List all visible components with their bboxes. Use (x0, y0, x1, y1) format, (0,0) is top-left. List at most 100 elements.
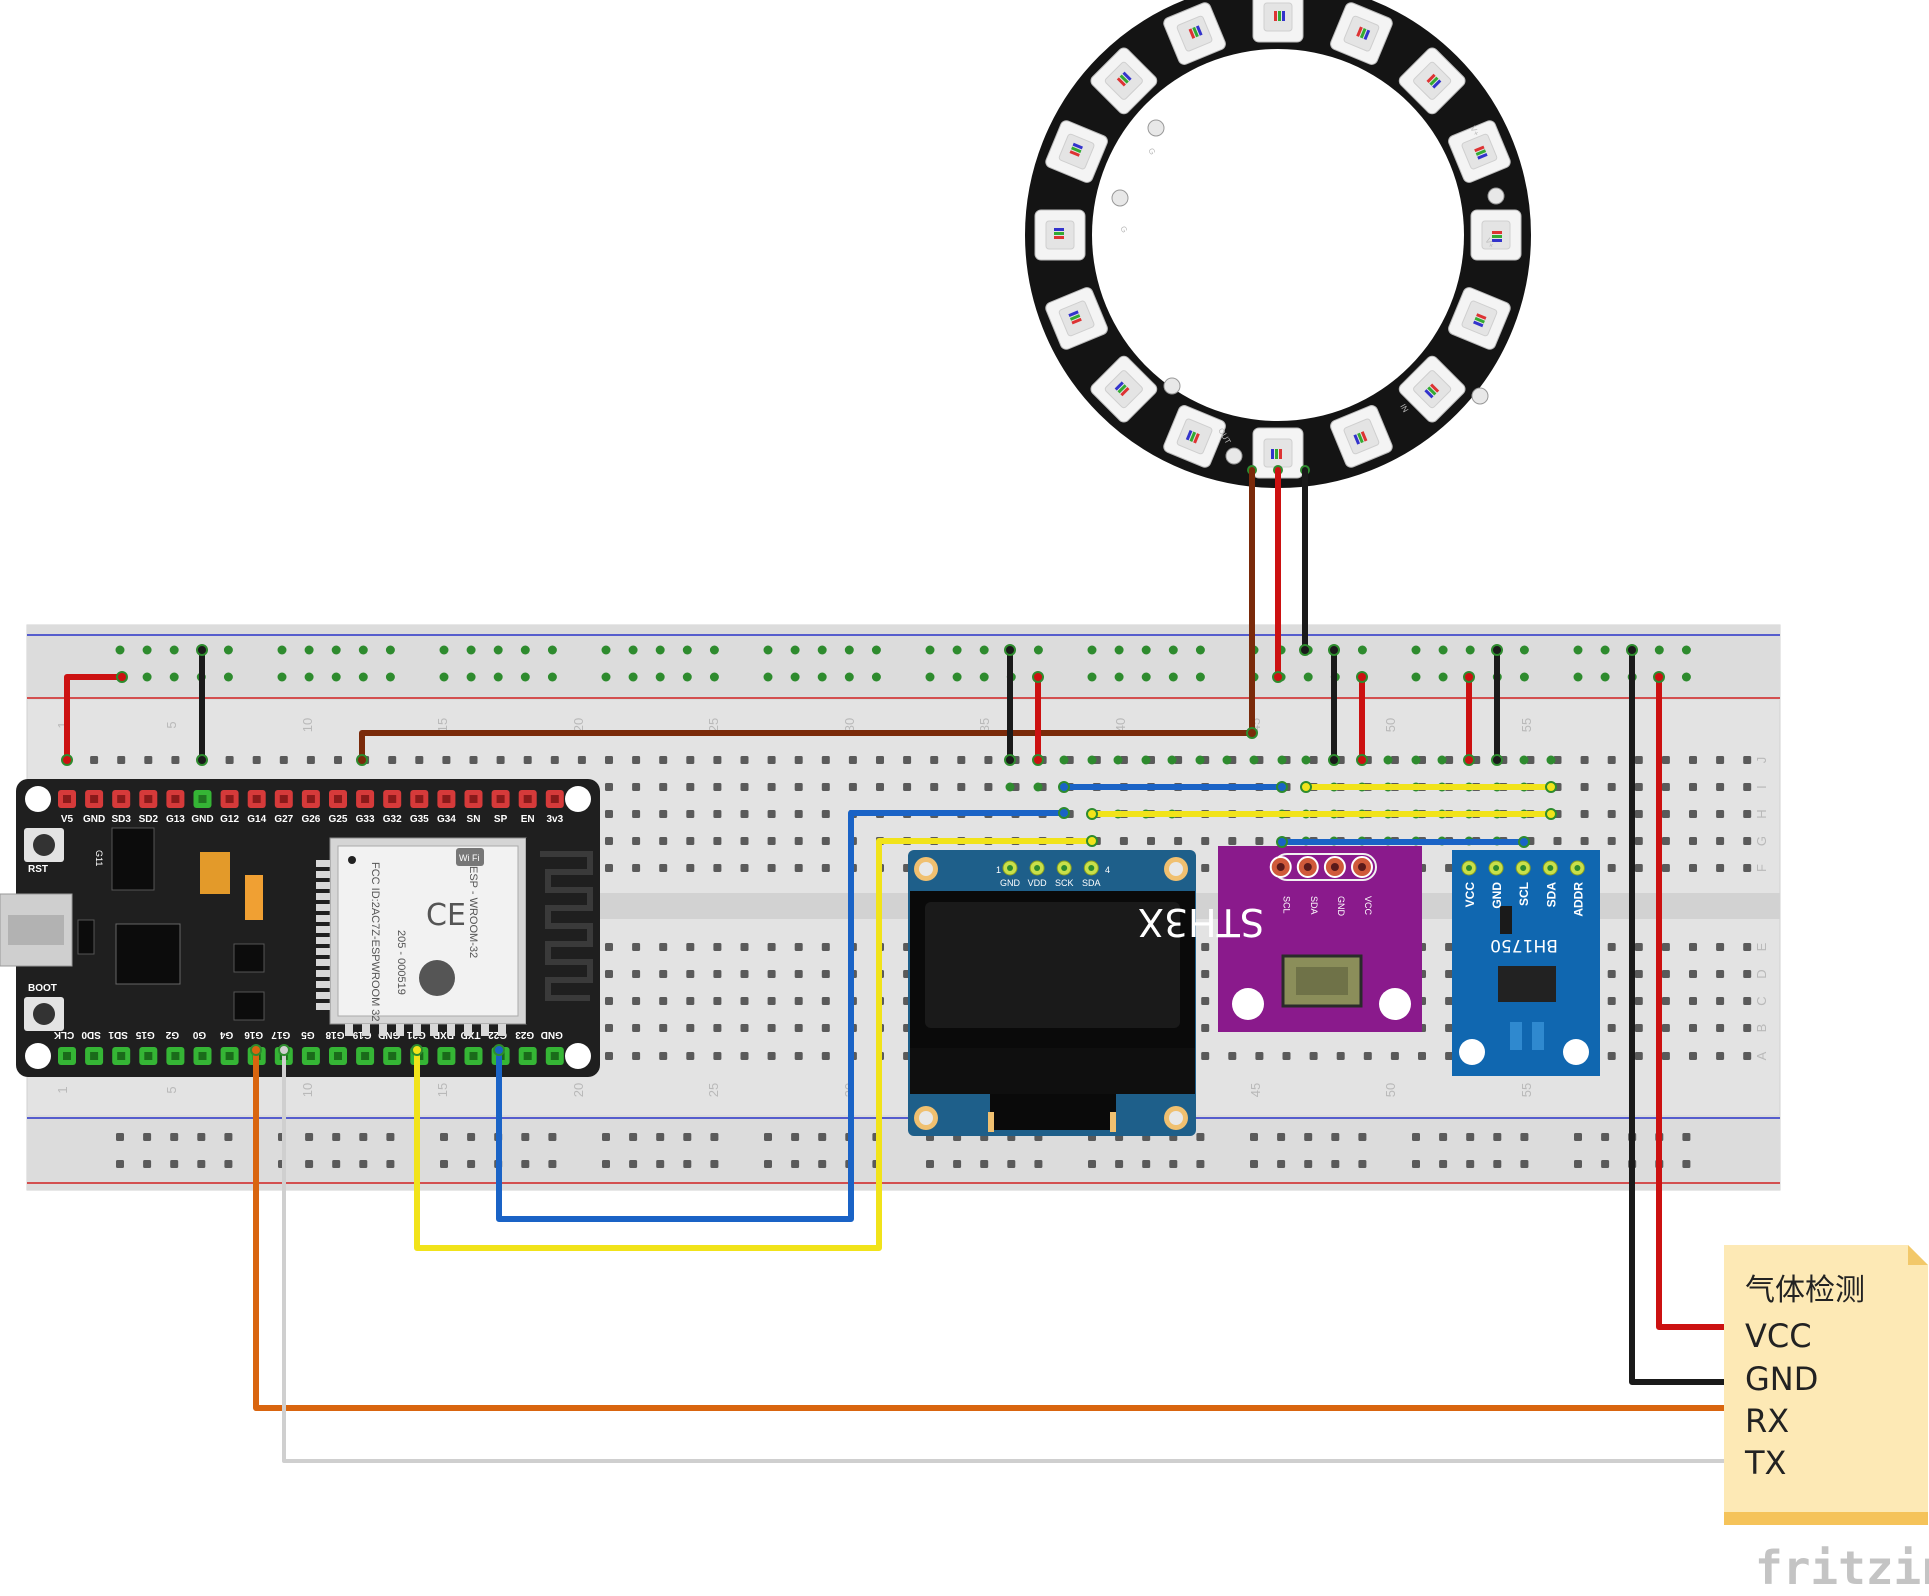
breadboard-hole[interactable] (767, 837, 776, 845)
breadboard-hole[interactable] (821, 837, 830, 845)
breadboard-hole[interactable] (1201, 1024, 1210, 1032)
breadboard-hole[interactable] (794, 943, 803, 951)
rail-hole[interactable] (493, 645, 503, 655)
wire-endpoint[interactable] (61, 754, 73, 766)
wire-endpoint[interactable] (1491, 644, 1503, 656)
rail-hole[interactable] (1438, 645, 1448, 655)
breadboard-hole[interactable] (686, 1024, 695, 1032)
breadboard-hole[interactable] (794, 970, 803, 978)
rail-hole[interactable] (169, 645, 179, 655)
rail-hole[interactable] (629, 1160, 638, 1168)
rail-hole[interactable] (304, 645, 314, 655)
rail-hole[interactable] (116, 1133, 124, 1141)
breadboard-hole[interactable] (686, 837, 695, 845)
breadboard-hole[interactable] (686, 783, 695, 791)
rail-hole[interactable] (1682, 1160, 1691, 1168)
breadboard-hole[interactable] (1607, 837, 1616, 845)
rail-hole[interactable] (952, 645, 962, 655)
breadboard-hole[interactable] (659, 864, 668, 872)
breadboard-hole[interactable] (1661, 837, 1670, 845)
breadboard-hole[interactable] (713, 943, 722, 951)
breadboard-hole[interactable] (957, 756, 966, 764)
wire-endpoint[interactable] (1246, 727, 1258, 739)
breadboard-hole[interactable] (1716, 756, 1725, 764)
breadboard-hole[interactable] (659, 1024, 668, 1032)
rail-hole[interactable] (386, 1133, 395, 1141)
rail-hole[interactable] (925, 645, 935, 655)
breadboard-hole[interactable] (740, 943, 749, 951)
rail-hole[interactable] (1115, 1160, 1124, 1168)
wire-endpoint[interactable] (1276, 836, 1288, 848)
breadboard-hole[interactable] (1689, 970, 1697, 978)
rail-hole[interactable] (1087, 645, 1097, 655)
breadboard-hole[interactable] (821, 997, 830, 1005)
wire-endpoint[interactable] (1518, 836, 1530, 848)
rail-hole[interactable] (628, 672, 638, 682)
breadboard-hole[interactable] (1716, 943, 1725, 951)
breadboard-hole[interactable] (632, 756, 641, 764)
breadboard-hole[interactable] (1607, 864, 1616, 872)
breadboard-hole[interactable] (1716, 1024, 1725, 1032)
breadboard-hole[interactable] (605, 943, 613, 951)
breadboard-hole[interactable] (171, 756, 180, 764)
rail-hole[interactable] (142, 672, 152, 682)
breadboard-hole[interactable] (821, 810, 830, 818)
breadboard-hole[interactable] (469, 756, 478, 764)
breadboard-hole[interactable] (632, 783, 641, 791)
breadboard-hole[interactable] (740, 864, 749, 872)
rail-hole[interactable] (143, 1133, 152, 1141)
breadboard-hole[interactable] (577, 756, 586, 764)
breadboard-hole[interactable] (821, 943, 830, 951)
rail-hole[interactable] (1141, 672, 1151, 682)
rail-hole[interactable] (1168, 672, 1178, 682)
rail-hole[interactable] (385, 645, 395, 655)
breadboard-hole[interactable] (713, 810, 722, 818)
breadboard-hole[interactable] (1553, 756, 1562, 764)
rail-hole[interactable] (818, 1160, 827, 1168)
breadboard-hole[interactable] (252, 756, 261, 764)
breadboard-hole[interactable] (794, 837, 803, 845)
breadboard-hole[interactable] (794, 1052, 803, 1060)
boot-button-cap[interactable] (33, 1003, 55, 1025)
breadboard-hole[interactable] (767, 1052, 776, 1060)
rail-hole[interactable] (1033, 645, 1043, 655)
breadboard-hole[interactable] (632, 810, 641, 818)
rail-hole[interactable] (791, 1133, 800, 1141)
breadboard-hole[interactable] (1309, 1052, 1318, 1060)
breadboard-hole[interactable] (225, 756, 234, 764)
rail-hole[interactable] (467, 1133, 476, 1141)
rail-hole[interactable] (817, 645, 827, 655)
rail-hole[interactable] (1358, 1133, 1367, 1141)
breadboard-hole[interactable] (740, 970, 749, 978)
breadboard-hole[interactable] (1445, 864, 1454, 872)
breadboard-hole-active[interactable] (1249, 755, 1259, 765)
wire-endpoint[interactable] (1086, 808, 1098, 820)
wire-endpoint[interactable] (196, 644, 208, 656)
breadboard-hole[interactable] (713, 837, 722, 845)
breadboard-hole[interactable] (686, 864, 695, 872)
breadboard-hole-active[interactable] (1059, 755, 1069, 765)
rail-hole[interactable] (359, 1160, 368, 1168)
rail-hole[interactable] (439, 672, 449, 682)
rail-hole[interactable] (1573, 645, 1583, 655)
breadboard-hole[interactable] (1228, 837, 1237, 845)
rail-hole[interactable] (332, 1160, 341, 1168)
breadboard-hole[interactable] (686, 1052, 695, 1060)
breadboard-hole[interactable] (1661, 997, 1670, 1005)
breadboard-hole-active[interactable] (1519, 755, 1529, 765)
breadboard-hole[interactable] (1743, 970, 1752, 978)
breadboard-hole[interactable] (767, 943, 776, 951)
rail-hole[interactable] (305, 1160, 314, 1168)
wire-endpoint[interactable] (1032, 754, 1044, 766)
rail-hole[interactable] (223, 672, 233, 682)
rail-hole[interactable] (601, 672, 611, 682)
breadboard-hole[interactable] (794, 783, 803, 791)
breadboard-hole-active[interactable] (1087, 755, 1097, 765)
rail-hole[interactable] (1195, 672, 1205, 682)
rail-hole[interactable] (1114, 645, 1124, 655)
breadboard-hole[interactable] (659, 810, 668, 818)
breadboard-hole[interactable] (1228, 1052, 1237, 1060)
rail-hole[interactable] (655, 672, 665, 682)
breadboard-hole[interactable] (1201, 837, 1210, 845)
wire-endpoint[interactable] (411, 1044, 423, 1056)
